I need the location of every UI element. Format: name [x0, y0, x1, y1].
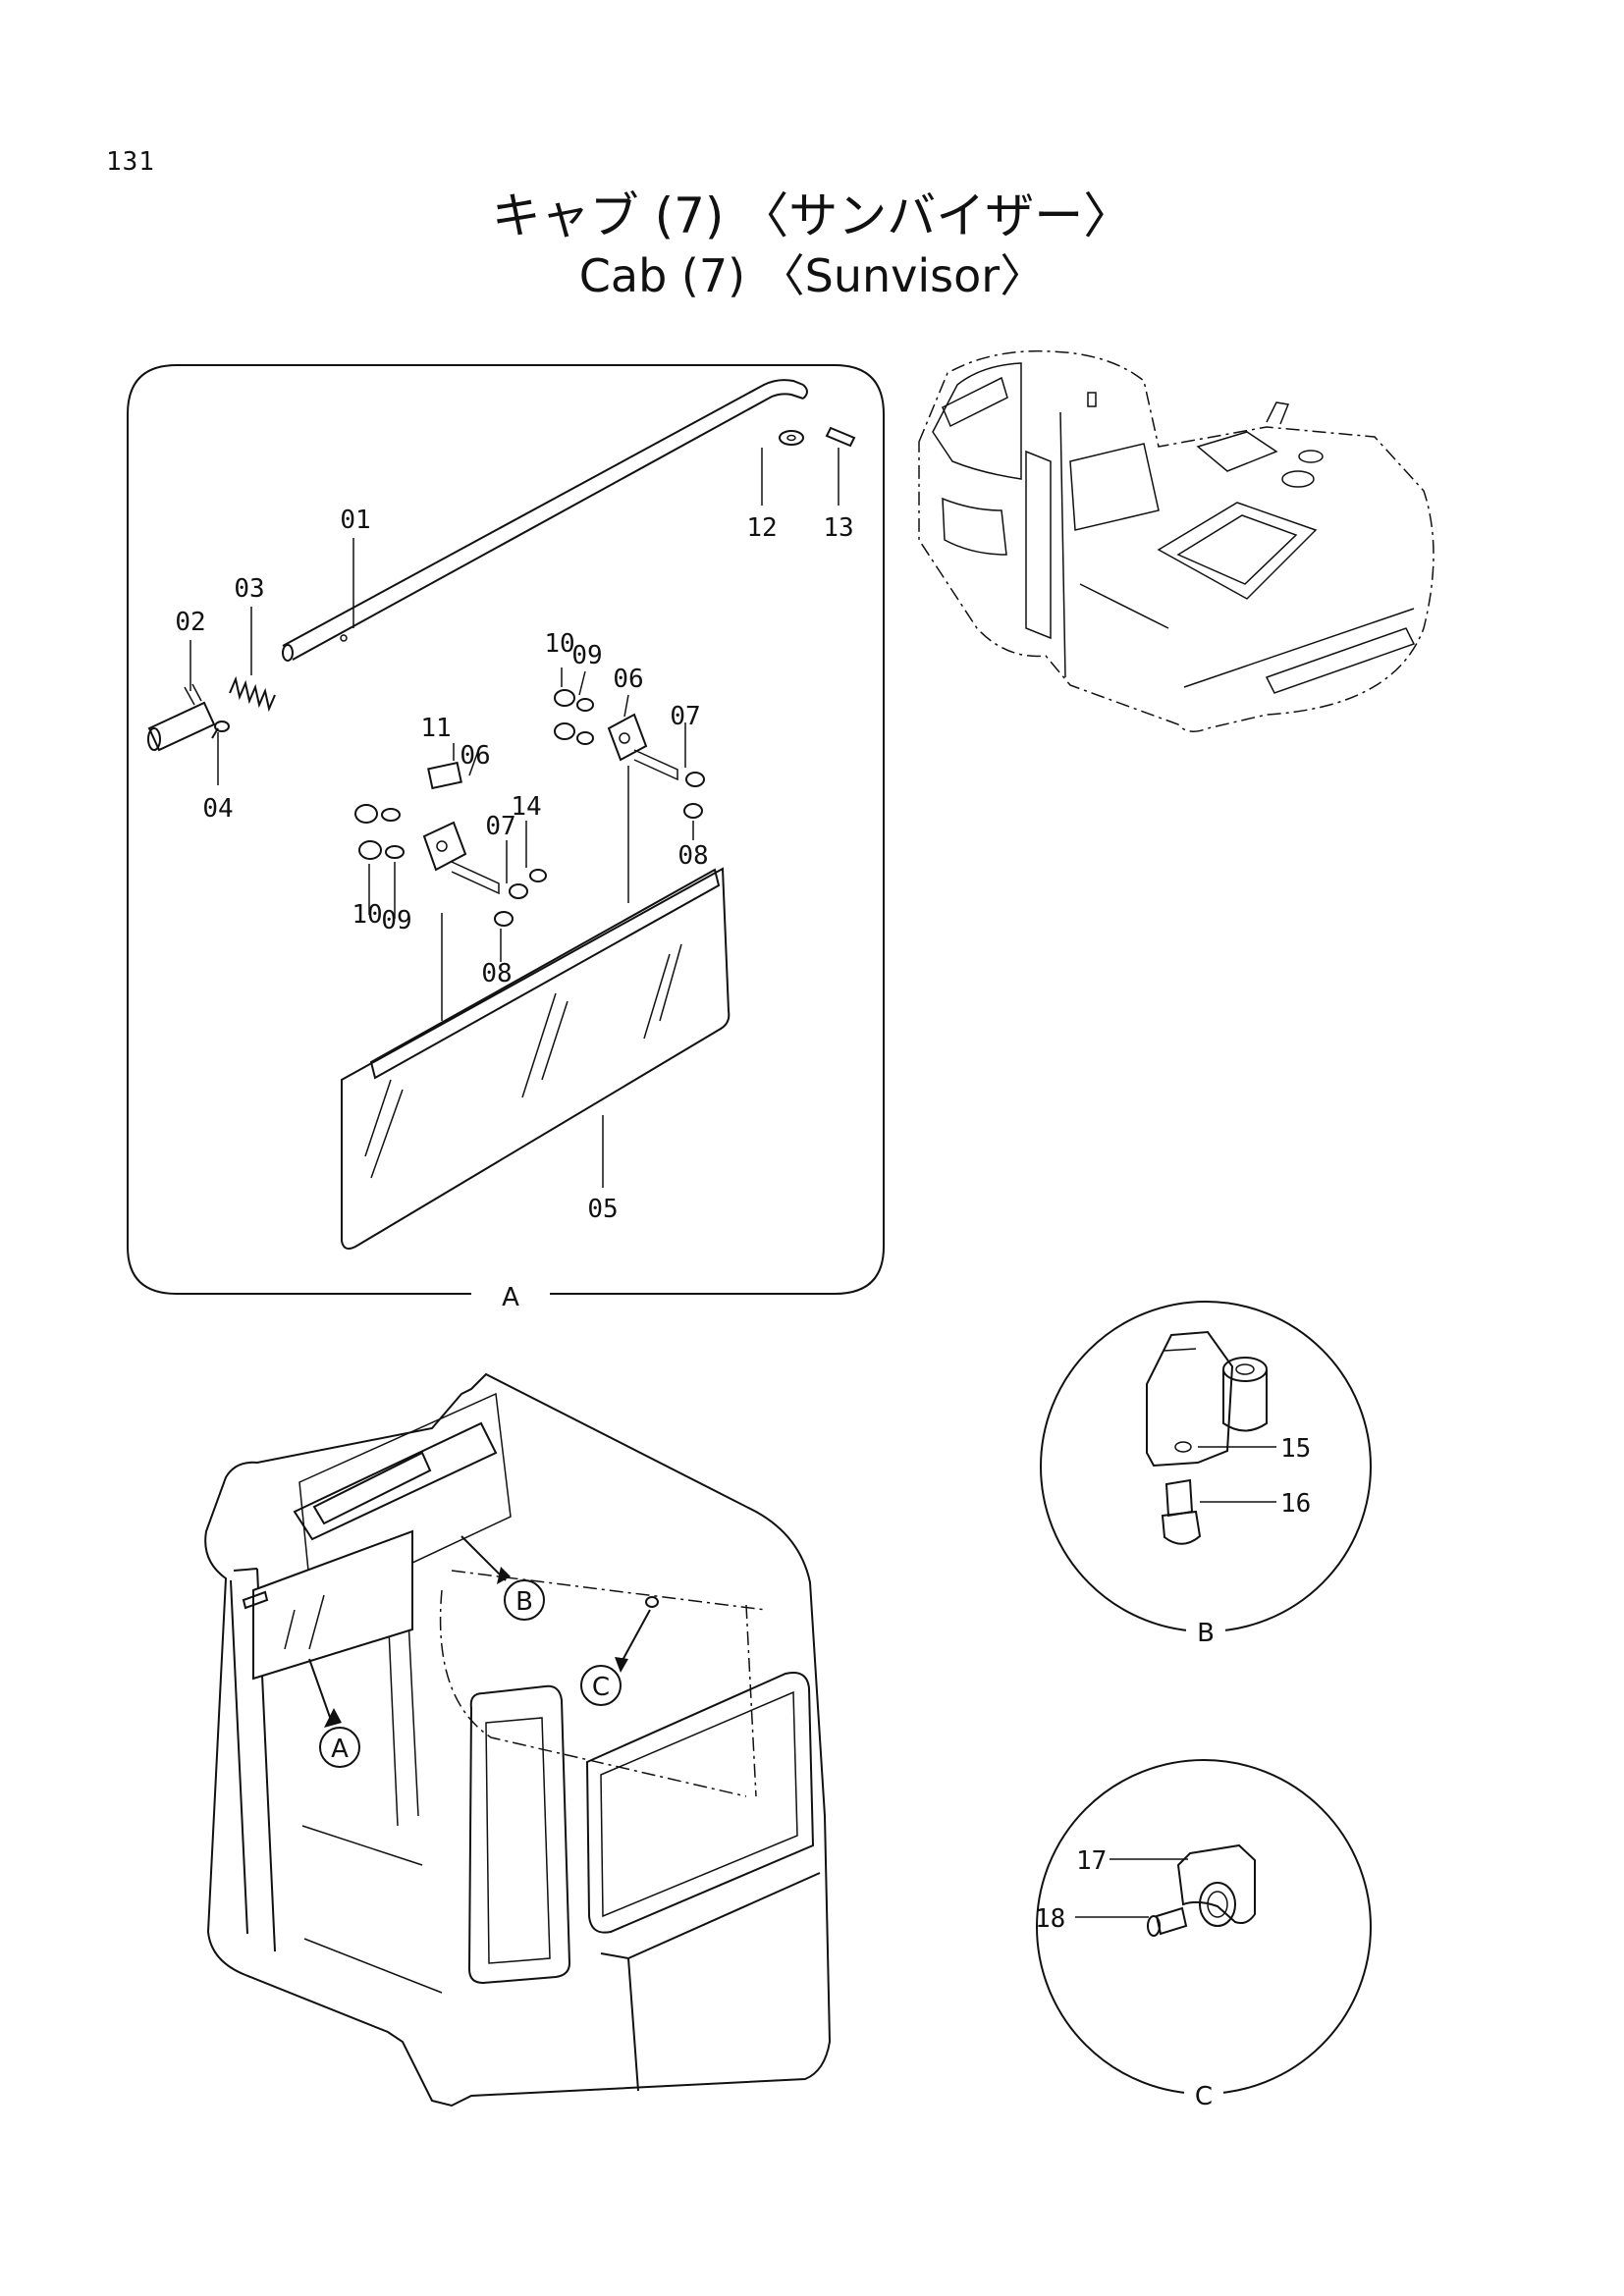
- pin-04: [211, 721, 230, 739]
- part-label-17: 17: [1076, 1846, 1107, 1876]
- washer-12: [779, 430, 804, 446]
- bracket-assembly-left: [354, 761, 547, 927]
- part-label-02: 02: [175, 608, 205, 637]
- part-label-15: 15: [1280, 1434, 1311, 1464]
- detail-c-circle: [1036, 1759, 1372, 2109]
- part-label-18: 18: [1035, 1904, 1065, 1934]
- part-label-13: 13: [823, 513, 853, 543]
- part-label-07-right: 07: [670, 702, 700, 731]
- page-number: 131: [106, 147, 155, 177]
- detail-b-label: B: [1197, 1619, 1215, 1648]
- spring-03: [229, 675, 276, 713]
- part-label-10-right: 10: [544, 629, 574, 659]
- bracket-assembly-right: [554, 689, 705, 819]
- callout-c: [580, 1609, 651, 1706]
- callout-c-label: C: [592, 1673, 610, 1702]
- part-label-09-left: 09: [381, 906, 411, 935]
- part-label-09-right: 09: [571, 641, 602, 670]
- part-label-07-left: 07: [485, 812, 515, 841]
- part-label-04: 04: [202, 794, 233, 824]
- sunvisor-panel: [341, 867, 731, 1250]
- part-label-05: 05: [587, 1195, 618, 1224]
- part-label-08-left: 08: [481, 959, 512, 988]
- page-title-english: Cab (7) 〈Sunvisor〉: [578, 249, 1046, 302]
- callout-a-label: A: [331, 1735, 349, 1764]
- part-label-14: 14: [511, 792, 541, 822]
- detail-c-label: C: [1195, 2082, 1213, 2111]
- part-label-11: 11: [420, 714, 451, 743]
- callout-b: [460, 1535, 545, 1621]
- callout-a: [308, 1658, 360, 1768]
- pin-13: [825, 426, 856, 448]
- part-label-03: 03: [234, 574, 264, 604]
- part-label-12: 12: [746, 513, 777, 543]
- sleeve-02: [147, 683, 216, 752]
- part-label-08-right: 08: [677, 841, 708, 871]
- sunvisor-rod: [282, 379, 808, 662]
- part-label-06-right: 06: [613, 665, 643, 694]
- page-title-japanese: キャブ (7) 〈サンバイザー〉: [491, 187, 1133, 244]
- callout-b-label: B: [515, 1587, 533, 1617]
- detail-a-label: A: [502, 1283, 519, 1312]
- part-label-06-left: 06: [460, 741, 490, 771]
- part-label-01: 01: [340, 506, 370, 535]
- detail-b-circle: [1040, 1301, 1372, 1645]
- detail-a-frame: [127, 364, 885, 1311]
- excavator-overview: [918, 349, 1435, 732]
- part-label-10-left: 10: [352, 900, 382, 930]
- part-label-16: 16: [1280, 1489, 1311, 1519]
- cab-overview: [204, 1372, 832, 2108]
